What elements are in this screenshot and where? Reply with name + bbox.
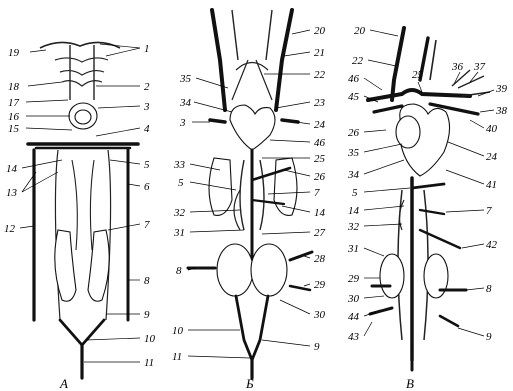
label-v-25: 25 [412, 69, 424, 81]
label-b-7: 7 [314, 187, 320, 199]
label-v-39: 39 [495, 83, 508, 95]
label-v-7: 7 [486, 205, 492, 217]
label-v-41: 41 [486, 179, 497, 191]
label-a-11: 11 [144, 357, 154, 369]
label-v-22: 22 [352, 55, 364, 67]
label-a-7: 7 [144, 219, 150, 231]
label-a-17: 17 [8, 97, 20, 109]
label-v-20: 20 [354, 25, 366, 37]
label-v-32: 32 [347, 221, 360, 233]
panel-b-heart [230, 105, 275, 150]
label-a-4: 4 [144, 123, 150, 135]
label-v-45: 45 [348, 91, 360, 103]
label-b-34: 34 [179, 97, 192, 109]
label-a-15: 15 [8, 123, 20, 135]
label-b-21: 21 [314, 47, 325, 59]
label-b-31: 31 [173, 227, 185, 239]
label-v-42: 42 [486, 239, 498, 251]
label-b-35: 35 [179, 73, 192, 85]
label-v-43: 43 [348, 331, 360, 343]
label-v-37: 37 [473, 61, 486, 73]
label-v-26: 26 [348, 127, 360, 139]
label-b-27: 27 [314, 227, 326, 239]
label-a-5: 5 [144, 159, 150, 171]
label-b-29: 29 [314, 279, 326, 291]
label-a-6: 6 [144, 181, 150, 193]
label-b-33: 33 [173, 159, 186, 171]
label-a-14: 14 [6, 163, 18, 175]
label-v-34: 34 [347, 169, 360, 181]
label-v-38: 38 [495, 105, 508, 117]
label-a-13: 13 [6, 187, 18, 199]
label-a-8: 8 [144, 275, 150, 287]
panel-title-a: А [59, 376, 68, 391]
label-b-11: 11 [172, 351, 182, 363]
label-b-20: 20 [314, 25, 326, 37]
panel-a-leaders [20, 44, 140, 362]
label-v-14: 14 [348, 205, 360, 217]
label-b-9: 9 [314, 341, 320, 353]
label-v-46: 46 [348, 73, 360, 85]
label-b-14: 14 [314, 207, 326, 219]
label-a-18: 18 [8, 81, 20, 93]
panel-title-v: В [406, 376, 414, 391]
label-a-19: 19 [8, 47, 20, 59]
label-v-31: 31 [347, 243, 359, 255]
panel-a-drawing [28, 42, 138, 378]
label-a-9: 9 [144, 309, 150, 321]
label-b-10: 10 [172, 325, 184, 337]
label-b-23: 23 [314, 97, 326, 109]
label-b-25: 25 [314, 153, 326, 165]
label-b-30: 30 [313, 309, 326, 321]
label-v-35: 35 [347, 147, 360, 159]
label-b-28: 28 [314, 253, 326, 265]
label-b-26: 26 [314, 171, 326, 183]
label-v-36: 36 [451, 61, 464, 73]
panel-v-drawing [368, 28, 490, 370]
label-b-3: 3 [179, 117, 186, 129]
label-v-24: 24 [486, 151, 498, 163]
label-b-22: 22 [314, 69, 326, 81]
label-a-10: 10 [144, 333, 156, 345]
label-v-9: 9 [486, 331, 492, 343]
label-b-24: 24 [314, 119, 326, 131]
label-a-3: 3 [143, 101, 150, 113]
label-b-32: 32 [173, 207, 186, 219]
label-v-40: 40 [486, 123, 498, 135]
label-v-5: 5 [352, 187, 358, 199]
label-v-8: 8 [486, 283, 492, 295]
label-b-46: 46 [314, 137, 326, 149]
label-v-29: 29 [348, 273, 360, 285]
label-b-8: 8 [176, 265, 182, 277]
label-v-30: 30 [347, 293, 360, 305]
label-a-16: 16 [8, 111, 20, 123]
panel-title-b: Б [245, 376, 254, 391]
label-a-12: 12 [4, 223, 16, 235]
label-a-2: 2 [144, 81, 150, 93]
label-b-5: 5 [178, 177, 184, 189]
label-v-44: 44 [348, 311, 360, 323]
panel-b-drawing [188, 10, 312, 378]
label-a-1: 1 [144, 43, 150, 55]
